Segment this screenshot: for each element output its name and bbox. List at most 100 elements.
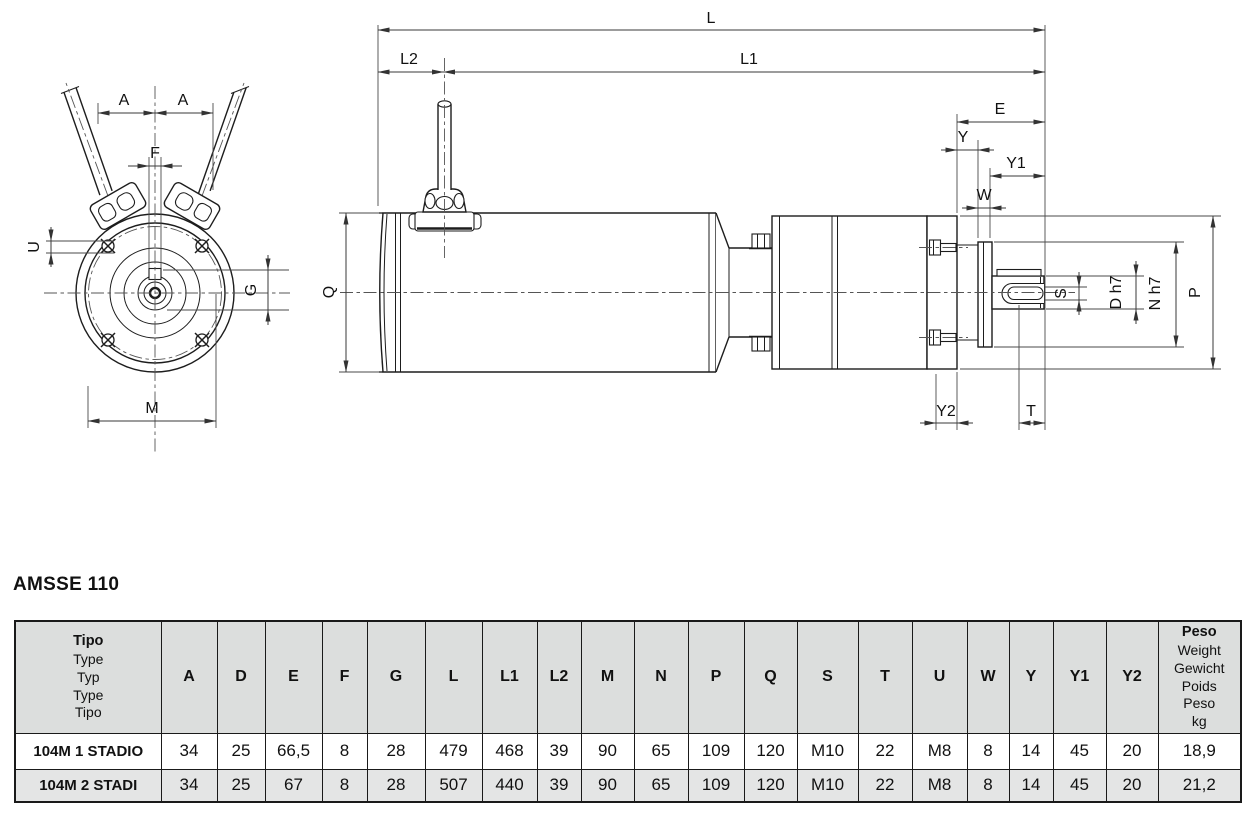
column-header: A <box>160 620 218 734</box>
value-cell: 45 <box>1052 768 1107 803</box>
value-cell: 25 <box>216 768 266 803</box>
dim-label-n: N h7 <box>1147 277 1164 311</box>
value-cell: M10 <box>796 732 859 770</box>
dim-m: M <box>87 294 217 428</box>
row-name: 104M 2 STADI <box>14 768 162 803</box>
value-cell: M10 <box>796 768 859 803</box>
column-header: P <box>687 620 745 734</box>
type-header-line: Typ <box>76 668 100 685</box>
value-cell: 8 <box>966 732 1010 770</box>
column-header: Y2 <box>1105 620 1159 734</box>
dim-label-f: F <box>150 145 160 162</box>
value-cell: 8 <box>321 768 368 803</box>
value-cell: 25 <box>216 732 266 770</box>
dim-q: Q <box>321 212 349 373</box>
dim-l: L <box>377 10 1046 33</box>
dim-label-y: Y <box>958 129 969 146</box>
value-cell: 22 <box>857 768 913 803</box>
cable-left <box>60 82 113 197</box>
dim-g: G <box>163 255 289 325</box>
column-header: F <box>321 620 368 734</box>
value-cell: 8 <box>966 768 1010 803</box>
table-row: 104M 2 STADI 34 25 67 8 28 507 440 39 90… <box>14 768 1242 803</box>
dim-label-w: W <box>976 187 992 204</box>
dim-n: N h7 <box>1147 241 1179 348</box>
value-cell: 34 <box>160 768 218 803</box>
value-cell: 120 <box>743 768 798 803</box>
weight-column-header: Peso Weight Gewicht Poids Peso kg <box>1157 620 1242 734</box>
dim-label-g: G <box>243 284 260 296</box>
weight-header-line: Weight <box>1177 641 1221 658</box>
dim-f: F <box>128 145 182 268</box>
value-cell: 14 <box>1008 732 1054 770</box>
value-cell: 479 <box>424 732 483 770</box>
front-view: A A F U <box>26 82 290 452</box>
value-cell: 507 <box>424 768 483 803</box>
column-header: D <box>216 620 266 734</box>
type-header-line: Tipo <box>74 704 102 721</box>
column-header: E <box>264 620 323 734</box>
cable-gland-left <box>89 182 147 230</box>
dim-y: Y <box>941 129 994 153</box>
dim-y2: Y2 <box>920 403 973 426</box>
type-column-header: Tipo Type Typ Type Tipo <box>14 620 162 734</box>
weight-cell: 18,9 <box>1157 732 1242 770</box>
dim-l2: L2 <box>377 51 444 75</box>
column-header: G <box>366 620 426 734</box>
value-cell: 66,5 <box>264 732 323 770</box>
dimensions-table: Tipo Type Typ Type Tipo A D E F G L L1 L… <box>14 620 1242 803</box>
column-header: Q <box>743 620 798 734</box>
column-header: L <box>424 620 483 734</box>
dim-e: E <box>956 101 1046 125</box>
value-cell: 90 <box>580 732 635 770</box>
value-cell: 28 <box>366 732 426 770</box>
column-header: L1 <box>481 620 538 734</box>
column-header: L2 <box>536 620 582 734</box>
side-view: L L2 L1 E Y <box>321 10 1221 430</box>
dim-label-y1: Y1 <box>1006 155 1026 172</box>
table-header-row: Tipo Type Typ Type Tipo A D E F G L L1 L… <box>14 620 1242 734</box>
value-cell: 39 <box>536 732 582 770</box>
value-cell: 468 <box>481 732 538 770</box>
table-row: 104M 1 STADIO 34 25 66,5 8 28 479 468 39… <box>14 732 1242 770</box>
dim-p: P <box>1187 215 1216 370</box>
technical-drawing: A A F U <box>26 10 1221 452</box>
dim-l1: L1 <box>443 51 1046 75</box>
dim-label-u: U <box>26 241 43 253</box>
weight-header-line: Peso <box>1183 695 1216 712</box>
column-header: N <box>633 620 689 734</box>
column-header: W <box>966 620 1010 734</box>
cable-right <box>197 82 250 197</box>
dim-label-a-left: A <box>119 92 130 109</box>
dim-label-l: L <box>707 10 716 27</box>
dim-label-y2: Y2 <box>936 403 956 420</box>
type-header-line: Type <box>73 650 104 667</box>
column-header: S <box>796 620 859 734</box>
value-cell: 109 <box>687 732 745 770</box>
value-cell: 45 <box>1052 732 1107 770</box>
value-cell: 90 <box>580 768 635 803</box>
value-cell: 39 <box>536 768 582 803</box>
value-cell: 65 <box>633 732 689 770</box>
dim-label-d: D h7 <box>1108 276 1125 310</box>
output-shaft <box>991 268 1045 310</box>
column-header: Y <box>1008 620 1054 734</box>
dim-t: T <box>1018 403 1046 426</box>
clamp-bolts <box>749 233 773 352</box>
weight-header-line: Peso <box>1181 624 1217 641</box>
page-title: AMSSE 110 <box>13 574 120 595</box>
column-header: T <box>857 620 913 734</box>
value-cell: M8 <box>911 768 968 803</box>
value-cell: M8 <box>911 732 968 770</box>
dim-label-p: P <box>1187 287 1204 298</box>
value-cell: 34 <box>160 732 218 770</box>
dim-label-l2: L2 <box>400 51 418 68</box>
value-cell: 8 <box>321 732 368 770</box>
value-cell: 120 <box>743 732 798 770</box>
weight-header-line: Gewicht <box>1173 659 1225 676</box>
value-cell: 440 <box>481 768 538 803</box>
type-header-line: Tipo <box>73 633 104 650</box>
weight-header-line: Poids <box>1181 677 1217 694</box>
cable-gland-side <box>408 58 482 258</box>
